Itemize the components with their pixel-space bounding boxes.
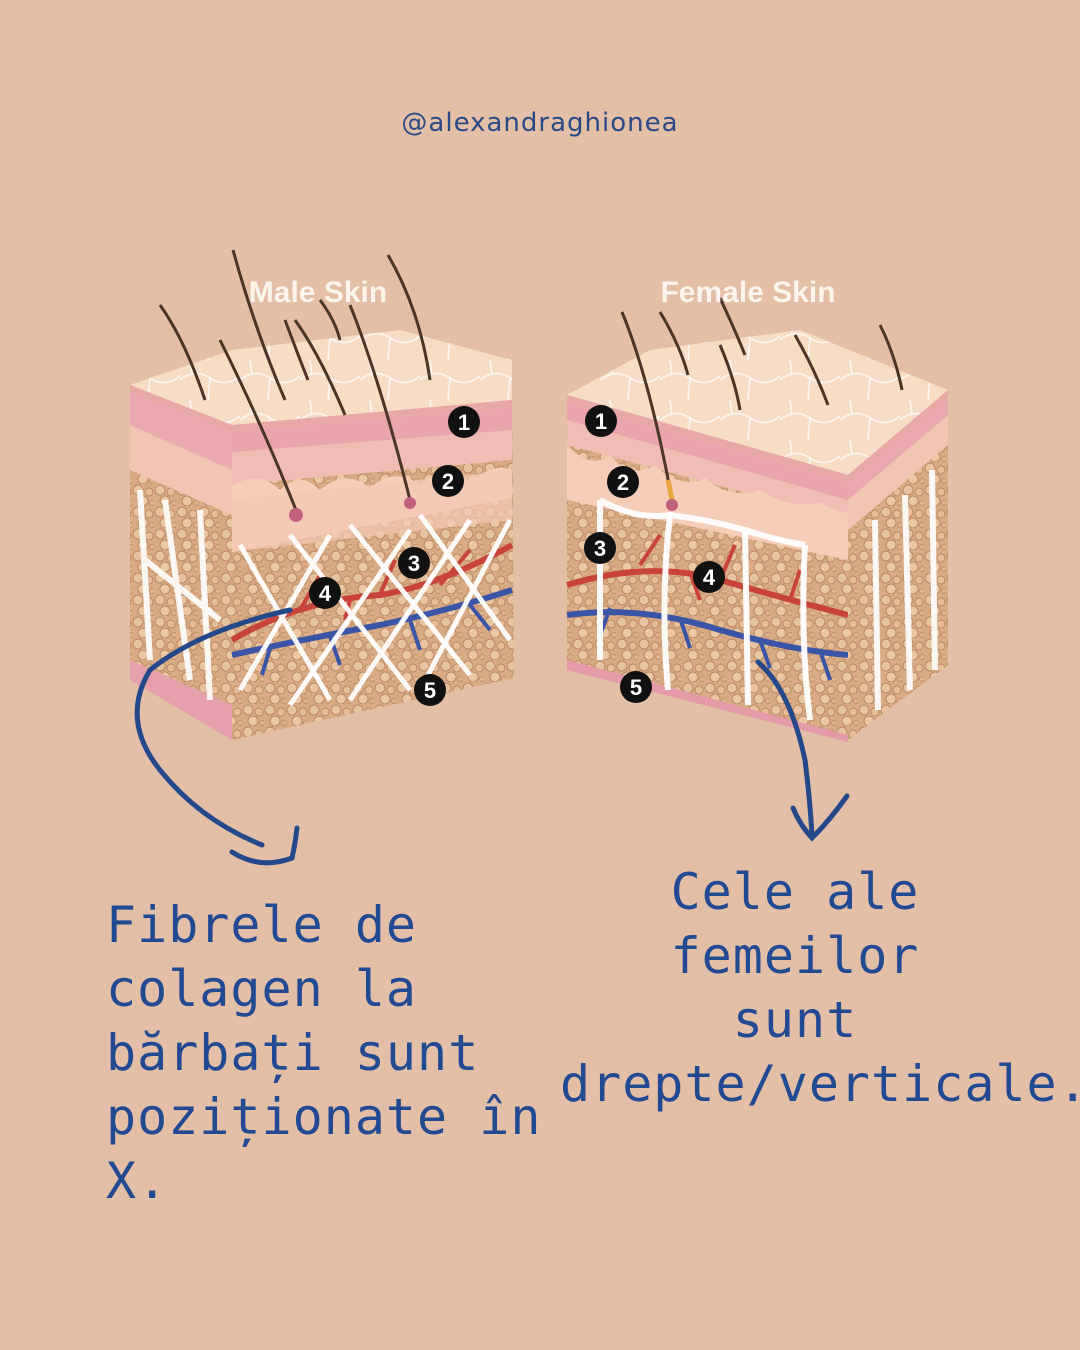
- svg-text:4: 4: [319, 581, 332, 606]
- svg-text:3: 3: [594, 536, 606, 561]
- caption-line: Fibrele de: [106, 896, 418, 954]
- svg-text:2: 2: [617, 470, 629, 495]
- male-marker-5: 5: [414, 674, 446, 706]
- male-arrowhead-icon: [229, 825, 300, 866]
- svg-text:3: 3: [408, 551, 420, 576]
- svg-text:5: 5: [424, 678, 436, 703]
- male-marker-3: 3: [398, 547, 430, 579]
- svg-text:1: 1: [595, 409, 607, 434]
- male-collagen-caption: Fibrele de colagen la bărbați sunt poziț…: [106, 893, 576, 1213]
- female-marker-2: 2: [607, 466, 639, 498]
- svg-text:4: 4: [703, 565, 716, 590]
- female-marker-5: 5: [620, 671, 652, 703]
- female-collagen-vertical-fibers: [597, 497, 813, 721]
- svg-text:1: 1: [458, 410, 470, 435]
- male-skin-title: Male Skin: [249, 276, 387, 309]
- caption-line: colagen la: [106, 960, 418, 1018]
- female-marker-1: 1: [585, 405, 617, 437]
- female-arrow: [755, 659, 815, 838]
- male-marker-2: 2: [432, 465, 464, 497]
- author-handle: @alexandraghionea: [401, 108, 679, 138]
- caption-line: Cele ale femeilor: [670, 863, 920, 985]
- female-arrowhead-icon: [790, 793, 850, 842]
- caption-line: sunt: [732, 991, 858, 1049]
- male-hairs: [158, 249, 432, 511]
- caption-line: poziționate în X.: [106, 1088, 542, 1210]
- female-collagen-caption: Cele ale femeilor sunt drepte/verticale.: [560, 860, 1080, 1116]
- svg-text:5: 5: [630, 675, 642, 700]
- female-hairs: [620, 297, 904, 501]
- male-marker-4: 4: [309, 577, 341, 609]
- female-skin-block: Female Skin 1 2 3 4 5: [566, 276, 948, 742]
- caption-line: drepte/verticale.: [560, 1055, 1080, 1113]
- male-arrow: [134, 607, 293, 848]
- caption-line: bărbați sunt: [106, 1024, 480, 1082]
- female-top-surface: [567, 330, 948, 475]
- male-marker-1: 1: [448, 406, 480, 438]
- male-skin-block: Male Skin 1 2 3 4 5: [130, 249, 514, 740]
- female-marker-4: 4: [693, 561, 725, 593]
- female-marker-3: 3: [584, 532, 616, 564]
- svg-text:2: 2: [442, 469, 454, 494]
- female-skin-title: Female Skin: [660, 276, 835, 309]
